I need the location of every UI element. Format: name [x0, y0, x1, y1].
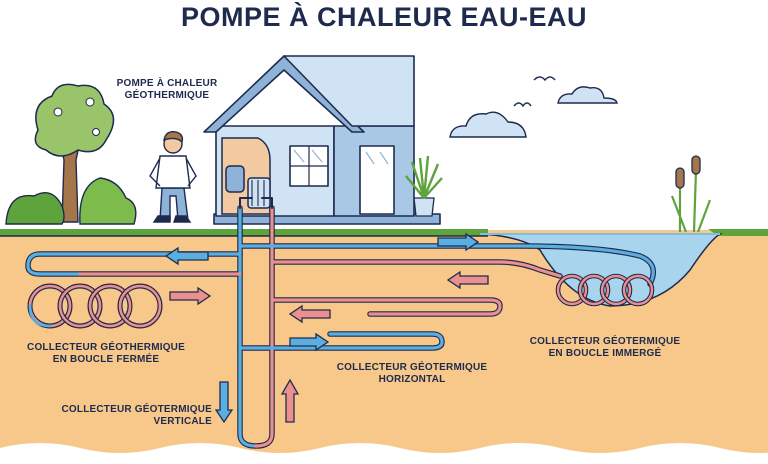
label-heat-pump-line2: GÉOTHERMIQUE [124, 90, 210, 101]
label-horizontal: COLLECTEUR GÉOTERMIQUE HORIZONTAL [322, 362, 502, 386]
cloud-icon [557, 86, 618, 104]
label-closed-loop: COLLECTEUR GÉOTHERMIQUE EN BOUCLE FERMÉE [6, 342, 206, 366]
label-vertical-line1: COLLECTEUR GÉOTERMIQUE [61, 404, 212, 415]
label-submerged-line2: EN BOUCLE IMMERGÉ [548, 348, 662, 359]
person-icon [149, 130, 197, 223]
tree-icon [34, 83, 115, 223]
potted-plant-icon [405, 155, 443, 217]
bird-icon [513, 76, 556, 108]
page-title: POMPE À CHALEUR EAU-EAU [180, 2, 588, 32]
label-closed-loop-line2: EN BOUCLE FERMÉE [52, 354, 160, 365]
label-submerged-line1: COLLECTEUR GÉOTERMIQUE [529, 336, 681, 347]
flow-arrow-icon [164, 232, 489, 424]
label-horizontal-line1: COLLECTEUR GÉOTERMIQUE [336, 362, 488, 373]
cattail-icon [670, 155, 712, 233]
label-horizontal-line2: HORIZONTAL [378, 374, 446, 385]
cloud-icon [449, 111, 527, 138]
label-closed-loop-line1: COLLECTEUR GÉOTHERMIQUE [27, 342, 185, 353]
heat-pump-unit-icon [221, 137, 271, 215]
grass-line [0, 229, 768, 237]
label-submerged: COLLECTEUR GÉOTERMIQUE EN BOUCLE IMMERGÉ [512, 336, 698, 360]
label-vertical-line2: VERTICALE [153, 416, 212, 427]
label-vertical: COLLECTEUR GÉOTERMIQUE VERTICALE [28, 404, 212, 428]
bush-icon [5, 177, 137, 225]
pipe-network [25, 197, 657, 449]
label-heat-pump: POMPE À CHALEUR GÉOTHERMIQUE [102, 78, 232, 102]
label-heat-pump-line1: POMPE À CHALEUR [116, 78, 218, 89]
